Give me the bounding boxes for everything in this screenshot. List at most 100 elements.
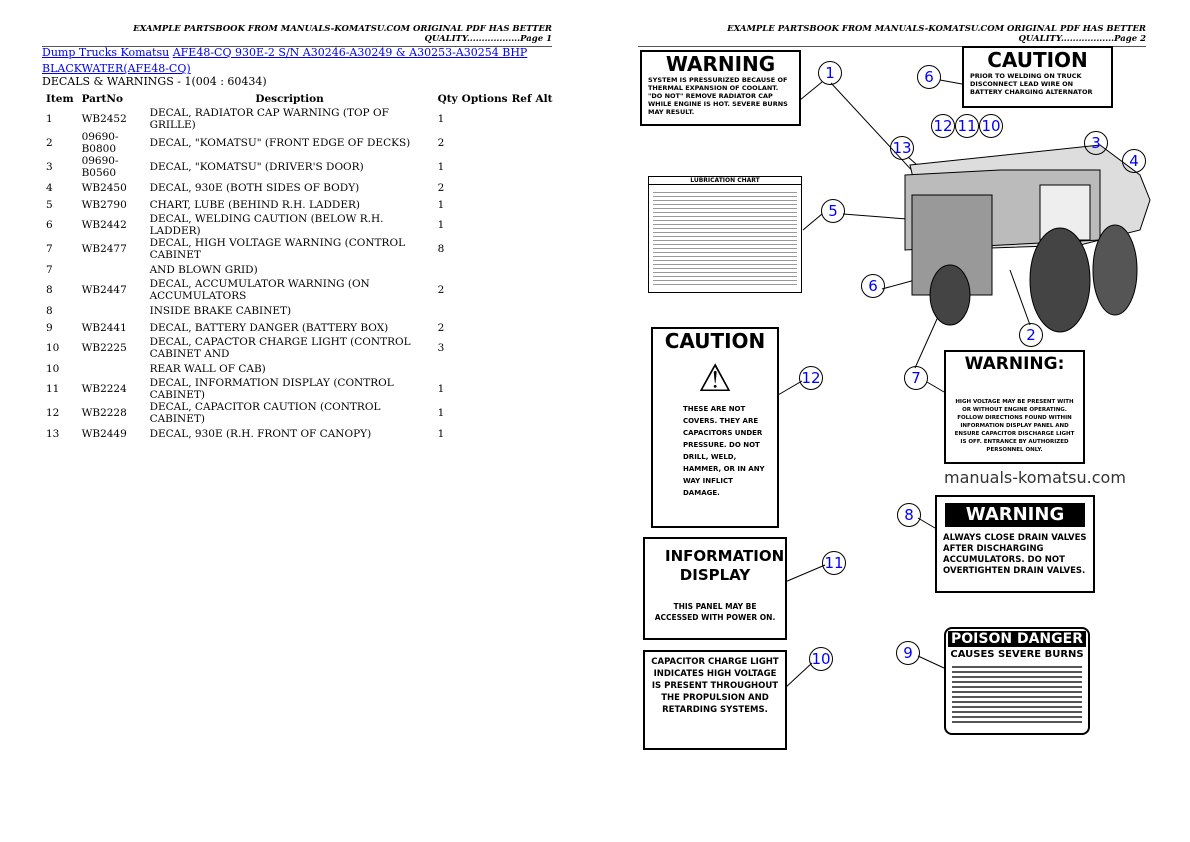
cell-item: 8: [46, 304, 53, 317]
callout-6: 6: [861, 274, 885, 298]
cell-description: AND BLOWN GRID): [149, 263, 258, 276]
callout-8: 8: [897, 503, 921, 527]
cell-description: DECAL, 930E (R.H. FRONT OF CANOPY): [149, 427, 372, 440]
cell-qty: 2: [437, 321, 445, 334]
cell-partno: WB2228: [81, 407, 127, 419]
decal-11-text: THIS PANEL MAY BE ACCESSED WITH POWER ON…: [654, 602, 776, 622]
cell-item: 2: [46, 137, 53, 149]
callout-11: 11: [822, 551, 846, 575]
cell-description: DECAL, RADIATOR CAP WARNING (TOP OF GRIL…: [149, 107, 389, 131]
decal-10-capacitor-charge-light: CAPACITOR CHARGE LIGHT INDICATES HIGH VO…: [643, 650, 787, 750]
warning-triangle-icon: ⚠: [697, 356, 733, 400]
cell-partno: WB2790: [81, 198, 127, 211]
table-row: 7 WB2477 DECAL, HIGH VOLTAGE WARNING (CONT…: [42, 237, 557, 261]
cell-item: 3: [46, 161, 53, 173]
cell-description: DECAL, HIGH VOLTAGE WARNING (CONTROL CAB…: [149, 237, 406, 261]
cell-description: DECAL, INFORMATION DISPLAY (CONTROL CABI…: [149, 377, 394, 401]
cell-item: 10: [46, 362, 60, 375]
cell-partno: WB2449: [81, 427, 127, 440]
decal-1-title: WARNING: [665, 52, 776, 76]
cell-partno: WB2442: [81, 219, 127, 231]
cell-description: DECAL, ACCUMULATOR WARNING (ON ACCUMULAT…: [149, 278, 370, 302]
callout-2: 2: [1019, 323, 1043, 347]
col-options: Options: [461, 92, 508, 105]
cell-description: CHART, LUBE (BEHIND R.H. LADDER): [149, 198, 361, 211]
section-title: DECALS & WARNINGS - 1(004 : 60434): [42, 75, 267, 88]
col-ref: Ref: [511, 92, 532, 105]
cell-partno: WB2452: [81, 113, 127, 125]
breadcrumb-link-model[interactable]: AFE48-CQ 930E-2 S/N A30246-A30249 & A302…: [42, 46, 528, 75]
decal-8-text: ALWAYS CLOSE DRAIN VALVES AFTER DISCHARG…: [943, 533, 1087, 576]
decal-7-high-voltage-warning: WARNING: HIGH VOLTAGE MAY BE PRESENT WITH…: [944, 350, 1085, 464]
callout-9: 9: [896, 641, 920, 665]
cell-partno: WB2477: [81, 243, 127, 255]
cell-partno: WB2450: [81, 181, 127, 194]
cell-partno: WB2447: [81, 284, 127, 296]
decal-8-accumulator-warning: WARNING ALWAYS CLOSE DRAIN VALVES AFTER D…: [935, 495, 1095, 593]
page1-header: EXAMPLE PARTSBOOK FROM MANUALS-KOMATSU.C…: [42, 24, 552, 47]
col-partno: PartNo: [81, 92, 123, 105]
cell-qty: 1: [437, 161, 445, 173]
cell-qty: 2: [437, 284, 445, 296]
cell-item: 11: [46, 383, 60, 395]
cell-description: DECAL, BATTERY DANGER (BATTERY BOX): [149, 321, 389, 334]
cell-description: INSIDE BRAKE CABINET): [149, 304, 292, 317]
cell-qty: 1: [437, 407, 445, 419]
decal-1-text: SYSTEM IS PRESSURIZED BECAUSE OF THERMAL…: [648, 76, 788, 116]
cell-partno: WB2225: [81, 342, 127, 354]
callout-1: 1: [818, 61, 842, 85]
cell-item: 5: [46, 198, 53, 211]
breadcrumb: Dump Trucks Komatsu AFE48-CQ 930E-2 S/N …: [42, 45, 562, 77]
callout-7: 7: [904, 366, 928, 390]
col-qty: Qty: [437, 92, 458, 105]
cell-qty: 1: [437, 198, 445, 211]
cell-description: DECAL, 930E (BOTH SIDES OF BODY): [149, 181, 360, 194]
decal-12-title: CAUTION: [664, 329, 766, 353]
cell-qty: 1: [437, 219, 445, 231]
table-row: 5 WB2790 CHART, LUBE (BEHIND R.H. LADDER) 1: [42, 196, 557, 213]
decal-7-title: WARNING:: [964, 354, 1065, 374]
cell-item: 10: [46, 342, 60, 354]
lube-chart-grid: [653, 189, 797, 285]
cell-item: 12: [46, 407, 60, 419]
cell-qty: 1: [437, 427, 445, 440]
decal-7-text: HIGH VOLTAGE MAY BE PRESENT WITH OR WITH…: [954, 399, 1075, 453]
decal-9-title: POISON DANGER: [948, 631, 1086, 647]
cell-description: DECAL, "KOMATSU" (DRIVER'S DOOR): [149, 161, 364, 173]
callout-3: 3: [1084, 131, 1108, 155]
callout-10: 10: [979, 114, 1003, 138]
table-row: 7 AND BLOWN GRID): [42, 261, 557, 278]
callout-11: 11: [955, 114, 979, 138]
cell-item: 7: [46, 243, 53, 255]
cell-partno: 09690-B0560: [81, 155, 119, 179]
cell-item: 7: [46, 263, 53, 276]
breadcrumb-link-category[interactable]: Dump Trucks Komatsu: [42, 46, 170, 59]
decal-12-capacitor-caution: CAUTION ⚠ THESE ARE NOT COVERS. THEY ARE…: [651, 327, 779, 528]
table-row: 3 09690-B0560 DECAL, "KOMATSU" (DRIVER'S D…: [42, 155, 557, 179]
callout-10: 10: [809, 647, 833, 671]
decal-5-title: LUBRICATION CHART: [649, 177, 801, 185]
cell-partno: WB2224: [81, 383, 127, 395]
callout-13: 13: [890, 136, 914, 160]
table-row: 11 WB2224 DECAL, INFORMATION DISPLAY (CONT…: [42, 377, 557, 401]
cell-qty: 8: [437, 243, 445, 255]
callout-5: 5: [821, 199, 845, 223]
cell-item: 6: [46, 219, 53, 231]
table-row: 8 INSIDE BRAKE CABINET): [42, 302, 557, 319]
decal-11-title: INFORMATION DISPLAY: [665, 547, 785, 584]
decal-8-title: WARNING: [945, 503, 1085, 527]
decal-10-text: CAPACITOR CHARGE LIGHT INDICATES HIGH VO…: [651, 657, 779, 715]
decal-9-battery-danger: POISON DANGER CAUSES SEVERE BURNS: [944, 627, 1090, 735]
callout-12: 12: [931, 114, 955, 138]
cell-item: 13: [46, 427, 60, 440]
decal-9-subtitle: CAUSES SEVERE BURNS: [950, 649, 1084, 660]
cell-partno: 09690-B0800: [81, 131, 119, 155]
